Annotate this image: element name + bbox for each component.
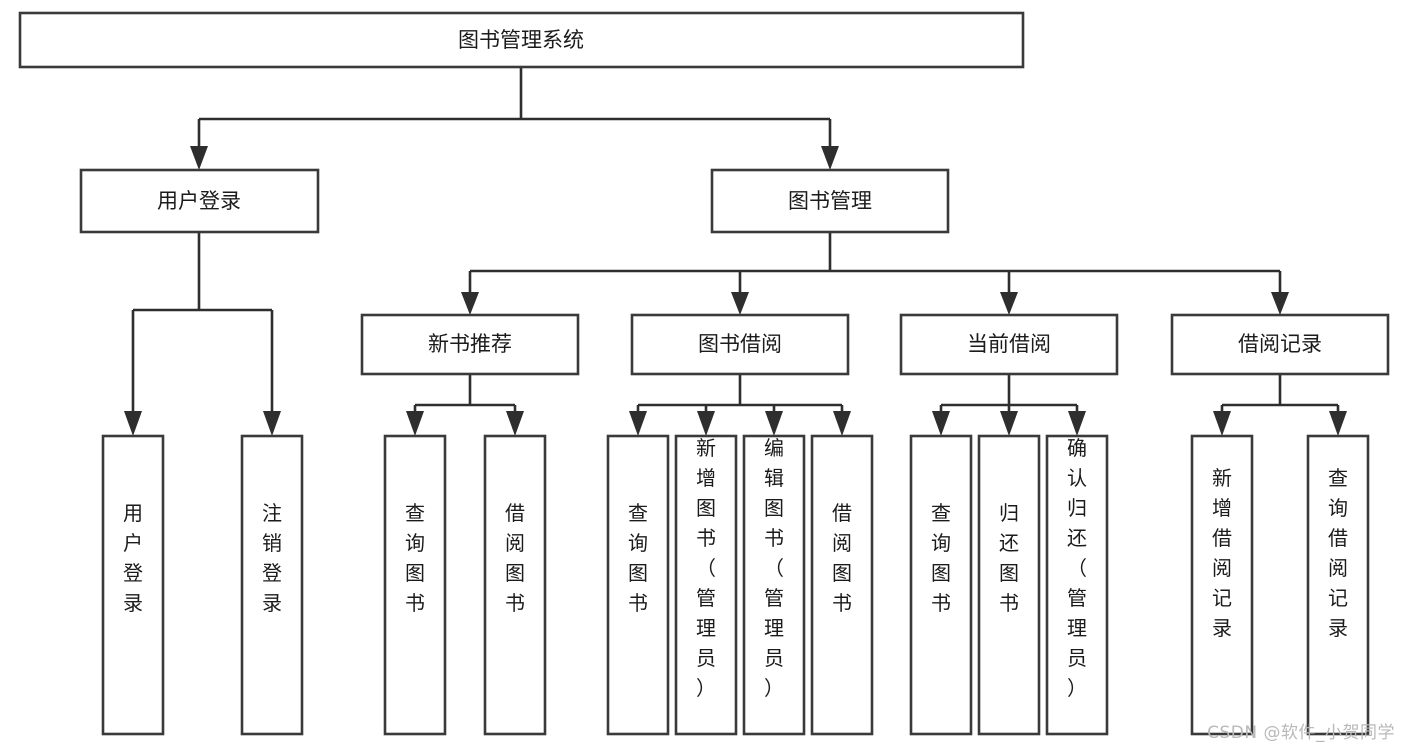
leaf-node-new-book-1[interactable]: 查询图书 [383,434,447,736]
leaf-node-new-book-1-box[interactable] [383,434,447,736]
leaf-node-borrow-records-2-box[interactable] [1306,434,1370,736]
node-user-login[interactable]: 用户登录 [79,168,320,234]
node-root-system-label: 图书管理系统 [458,28,584,52]
arrow-head-icon-root-1 [190,146,208,170]
leaf-node-current-borrow-3[interactable]: 确认归还（管理员） [1045,434,1109,736]
leaf-node-new-book-2-box[interactable] [483,434,547,736]
arrow-head-icon-currentborrow-2 [1000,411,1018,436]
arrow-head-icon-currentborrow-3 [1068,411,1086,436]
connector-group-book-borrow [629,374,851,436]
node-book-borrow[interactable]: 图书借阅 [630,313,850,376]
leaf-node-user-login-1-label: 用户登录 [123,501,143,615]
arrow-head-icon-bookborrow-1 [629,411,647,436]
node-current-borrow-label: 当前借阅 [967,332,1051,356]
leaf-node-current-borrow-3-box[interactable] [1045,434,1109,736]
leaf-node-current-borrow-2[interactable]: 归还图书 [977,434,1041,736]
leaf-node-book-borrow-1-label: 查询图书 [628,501,648,615]
arrow-head-icon-bookmanage-1 [461,292,479,315]
leaf-node-current-borrow-2-box[interactable] [977,434,1041,736]
node-current-borrow-box[interactable] [899,313,1119,376]
node-book-manage[interactable]: 图书管理 [710,168,950,234]
arrow-head-icon-borrowrecords-2 [1329,411,1347,436]
node-new-book-recommend[interactable]: 新书推荐 [360,313,580,376]
arrow-head-icon-newbook-1 [406,411,424,436]
leaf-node-current-borrow-1-box[interactable] [909,434,973,736]
arrow-head-icon-userlogin-2 [263,411,281,436]
leaf-node-new-book-2-label: 借阅图书 [505,501,525,615]
leaf-node-book-borrow-2-label: 新增图书（管理员） [696,436,716,700]
connector-group-root [190,67,839,170]
leaf-node-user-login-2-box[interactable] [240,434,304,736]
leaf-node-borrow-records-1-box[interactable] [1190,434,1254,736]
leaf-node-book-borrow-4-label: 借阅图书 [832,501,852,615]
arrow-head-icon-root-2 [821,146,839,170]
arrow-head-icon-bookborrow-4 [833,411,851,436]
leaf-node-book-borrow-3-label: 编辑图书（管理员） [764,436,784,700]
leaf-node-book-borrow-2[interactable]: 新增图书（管理员） [674,434,738,736]
arrow-head-icon-currentborrow-1 [932,411,950,436]
leaf-node-user-login-1[interactable]: 用户登录 [101,434,165,736]
node-root-system[interactable]: 图书管理系统 [18,11,1025,69]
leaf-node-borrow-records-2[interactable]: 查询借阅记录 [1306,434,1370,736]
leaf-node-new-book-2[interactable]: 借阅图书 [483,434,547,736]
node-root-system-box[interactable] [18,11,1025,69]
node-borrow-records-label: 借阅记录 [1238,332,1322,356]
node-book-manage-box[interactable] [710,168,950,234]
leaf-node-user-login-2[interactable]: 注销登录 [240,434,304,736]
arrow-head-icon-bookmanage-3 [1000,292,1018,315]
node-user-login-label: 用户登录 [157,189,241,213]
connector-group-new-book [406,374,524,436]
arrow-head-icon-bookborrow-2 [697,411,715,436]
leaf-node-book-borrow-1-box[interactable] [606,434,670,736]
leaf-node-book-borrow-1[interactable]: 查询图书 [606,434,670,736]
connector-group-user-login [124,232,281,436]
leaf-node-book-borrow-3-box[interactable] [742,434,806,736]
connector-group-borrow-records [1213,374,1347,436]
node-current-borrow[interactable]: 当前借阅 [899,313,1119,376]
leaf-node-book-borrow-4[interactable]: 借阅图书 [810,434,874,736]
leaf-node-new-book-1-label: 查询图书 [405,501,425,615]
leaf-node-user-login-2-label: 注销登录 [262,501,282,615]
leaf-node-current-borrow-2-label: 归还图书 [999,501,1019,615]
leaf-node-current-borrow-1-label: 查询图书 [931,501,951,615]
node-borrow-records-box[interactable] [1170,313,1390,376]
node-new-book-recommend-label: 新书推荐 [428,332,512,356]
arrow-head-icon-newbook-2 [506,411,524,436]
leaf-node-book-borrow-4-box[interactable] [810,434,874,736]
node-book-borrow-box[interactable] [630,313,850,376]
node-new-book-recommend-box[interactable] [360,313,580,376]
leaf-node-current-borrow-1[interactable]: 查询图书 [909,434,973,736]
leaf-node-user-login-1-box[interactable] [101,434,165,736]
connector-group-book-manage [461,232,1289,315]
csdn-watermark: CSDN @软件_小贺同学 [1207,723,1395,743]
arrow-head-icon-bookborrow-3 [765,411,783,436]
leaf-node-book-borrow-2-box[interactable] [674,434,738,736]
node-user-login-box[interactable] [79,168,320,234]
arrow-head-icon-bookmanage-4 [1271,292,1289,315]
node-borrow-records[interactable]: 借阅记录 [1170,313,1390,376]
node-book-borrow-label: 图书借阅 [698,332,782,356]
leaf-node-current-borrow-3-label: 确认归还（管理员） [1067,436,1087,700]
connector-group-current-borrow [932,374,1086,436]
leaf-node-borrow-records-1-label: 新增借阅记录 [1212,466,1232,640]
leaf-node-book-borrow-3[interactable]: 编辑图书（管理员） [742,434,806,736]
arrow-head-icon-bookmanage-2 [731,292,749,315]
leaf-node-borrow-records-2-label: 查询借阅记录 [1328,466,1348,640]
arrow-head-icon-userlogin-1 [124,411,142,436]
leaf-node-borrow-records-1[interactable]: 新增借阅记录 [1190,434,1254,736]
arrow-head-icon-borrowrecords-1 [1213,411,1231,436]
node-book-manage-label: 图书管理 [788,189,872,213]
